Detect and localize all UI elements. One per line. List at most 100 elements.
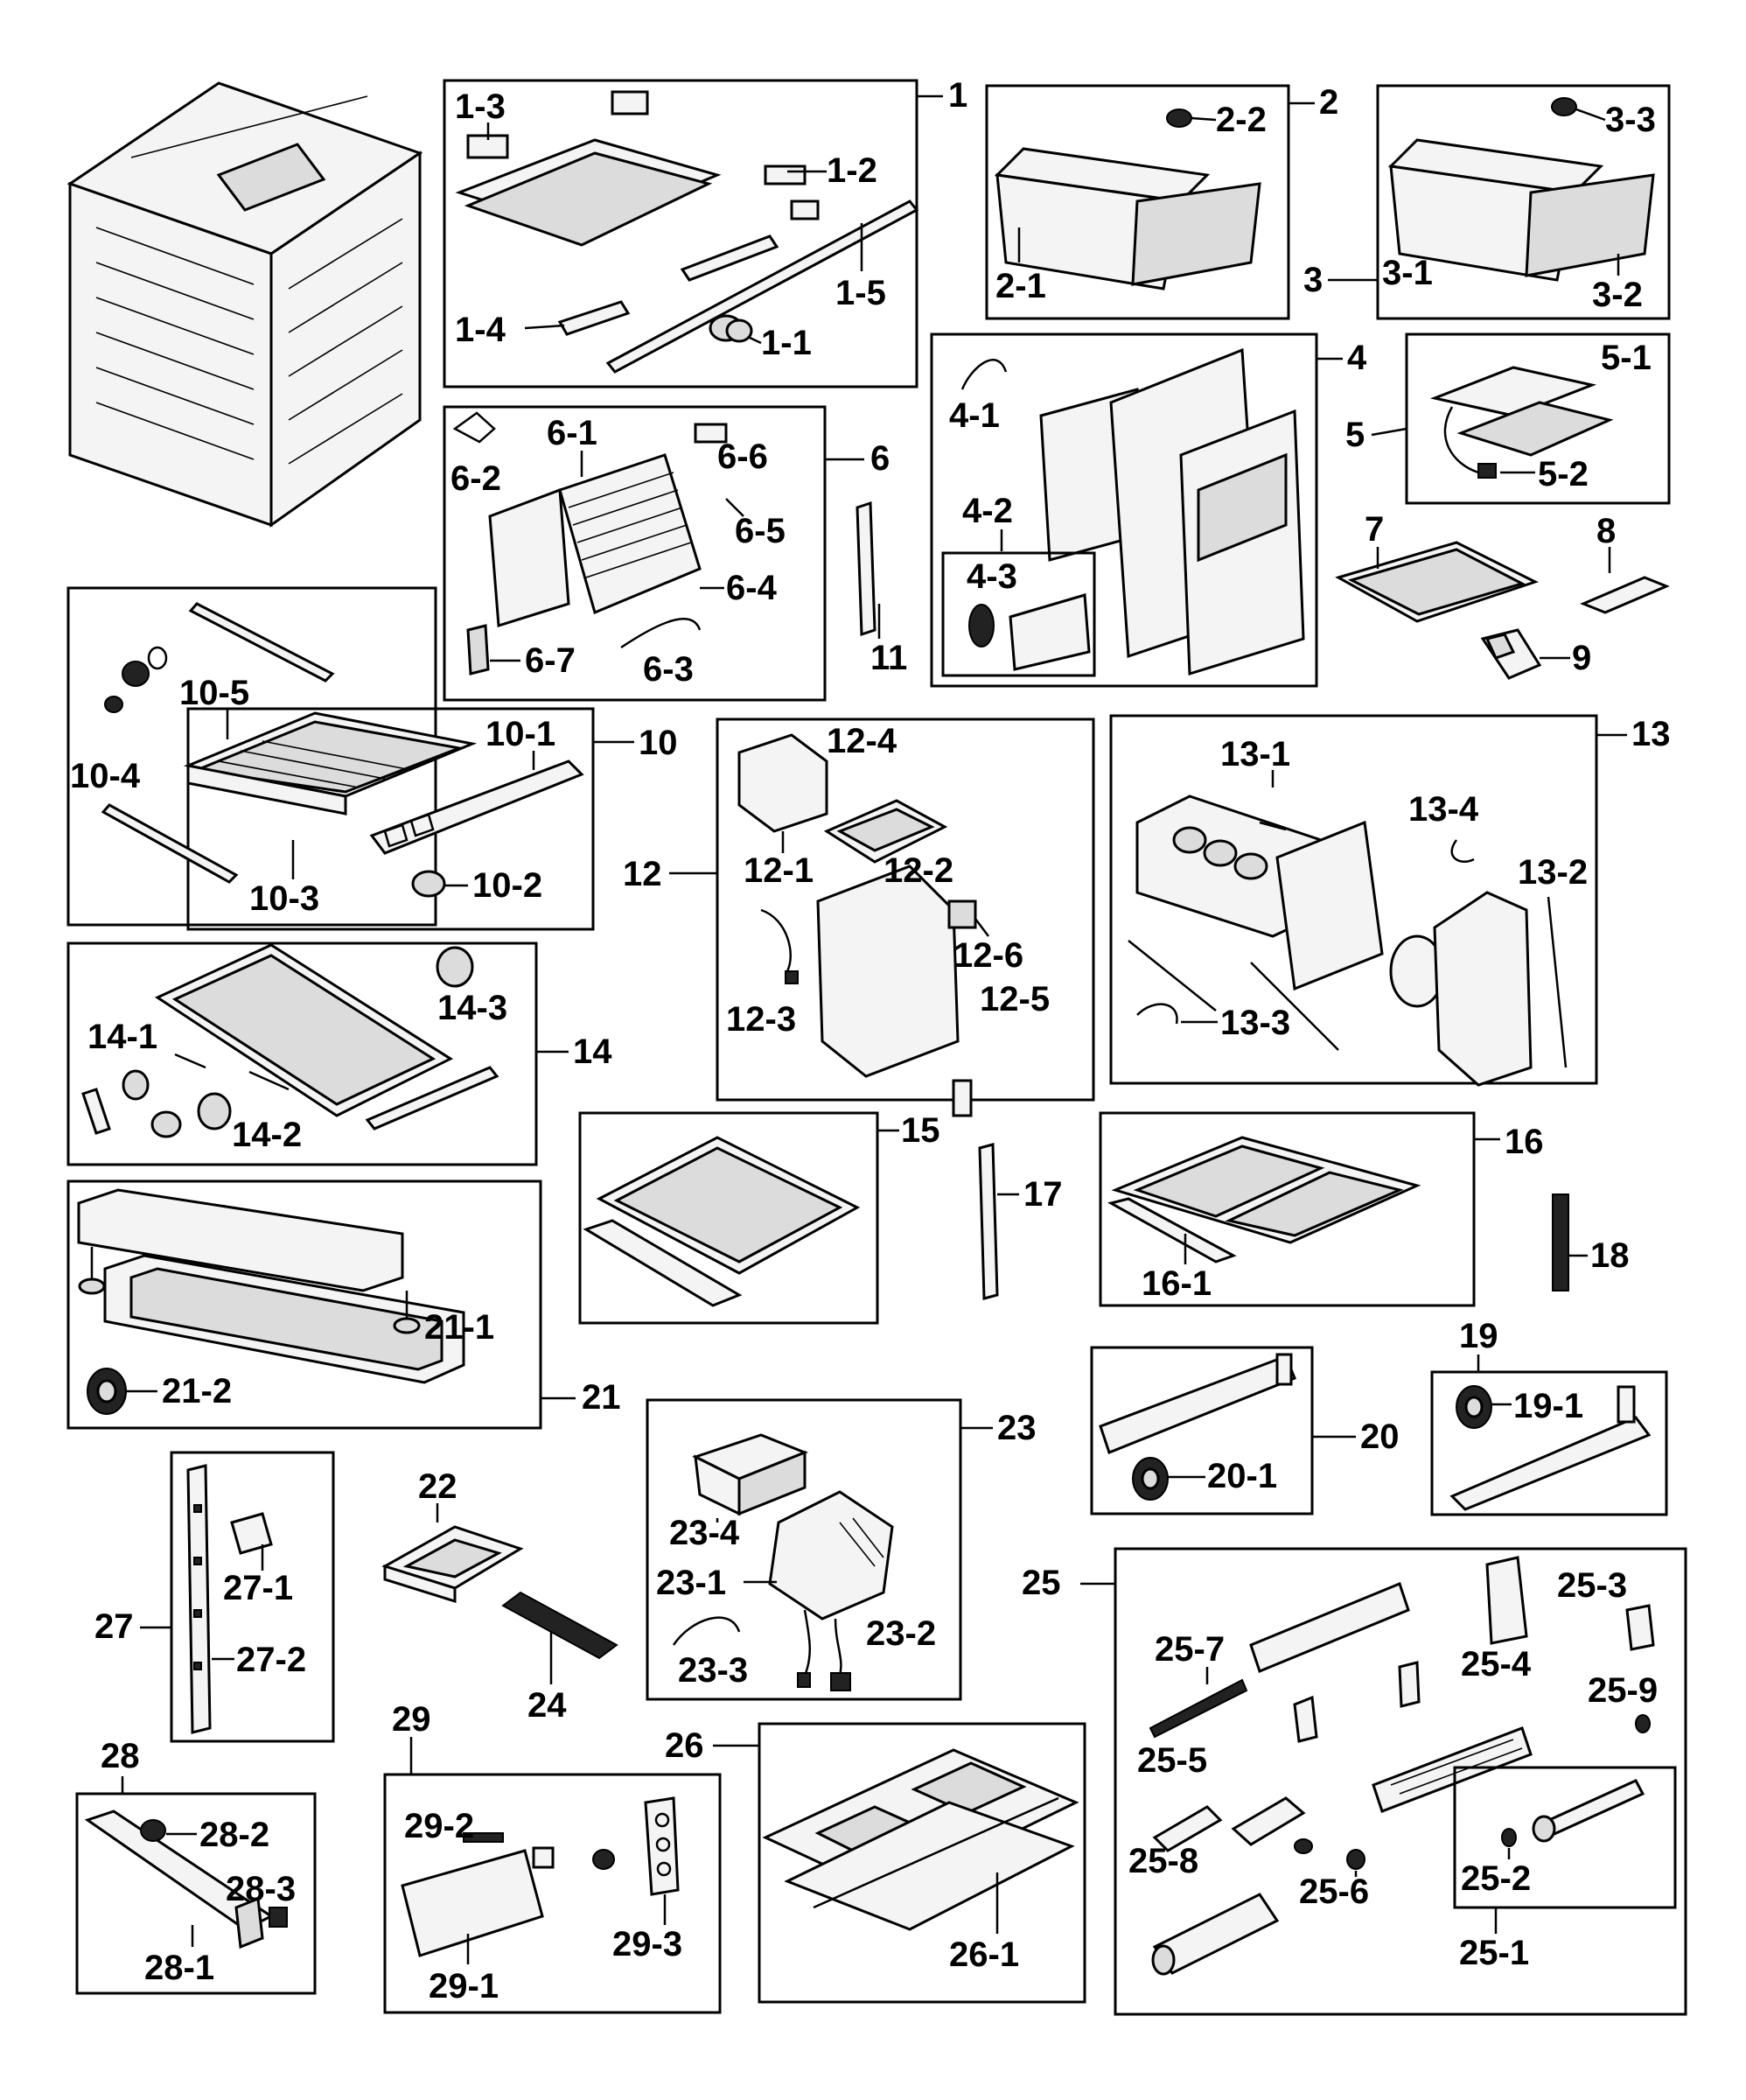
callout-29-2: 29-2: [404, 1807, 474, 1845]
motor-part: [737, 733, 828, 833]
callout-6-1: 6-1: [547, 414, 597, 452]
callout-25-7: 25-7: [1155, 1630, 1225, 1669]
group-20-frame: [1090, 1346, 1314, 1516]
group-5-frame: [1405, 332, 1671, 505]
callout-29-1: 29-1: [429, 1967, 499, 2006]
callout-10-2: 10-2: [472, 866, 542, 905]
callout-11: 11: [870, 639, 907, 677]
group-16-frame: [1099, 1111, 1476, 1307]
callout-8: 8: [1596, 512, 1616, 550]
group-23-frame: [646, 1398, 962, 1701]
callout-4-3: 4-3: [967, 557, 1017, 596]
callout-27: 27: [94, 1607, 134, 1646]
callout-1-5: 1-5: [835, 274, 886, 312]
callout-2-2: 2-2: [1216, 101, 1267, 139]
parts-22-24: 22 24: [381, 1467, 618, 1725]
callout-3-3: 3-3: [1605, 101, 1656, 139]
callout-19-1: 19-1: [1513, 1387, 1583, 1425]
group-23: 23 23-4 23-1 23-2 23-3: [646, 1398, 1037, 1701]
group-28-frame: [75, 1792, 317, 1995]
group-26: 26 26-1: [665, 1722, 1086, 2004]
group-12: 12 12-4 12-1 12-2 12-6 12-3 12-5: [623, 718, 1095, 1117]
group-19: 19 19-1: [1430, 1317, 1668, 1516]
group-12-frame: [716, 718, 1095, 1102]
callout-25-2: 25-2: [1461, 1859, 1531, 1898]
group-1: 1 1-3 1-2 1-5 1-4 1-1: [443, 76, 967, 388]
callout-2-1: 2-1: [995, 267, 1046, 305]
callout-9: 9: [1572, 639, 1591, 677]
callout-25-1: 25-1: [1459, 1934, 1529, 1972]
subgroup-4-3-frame: [941, 551, 1096, 677]
parts-7-8-9: 7 8 9: [1335, 510, 1670, 680]
group-27: 27 27-1 27-2: [94, 1451, 335, 1743]
group-14: 14 14-3 14-1 14-2: [66, 942, 612, 1166]
callout-23: 23: [997, 1409, 1037, 1447]
callout-15: 15: [901, 1111, 940, 1150]
callout-1: 1: [948, 76, 967, 115]
callout-1-4: 1-4: [455, 311, 506, 349]
group-29: 29 29-2 29-1 29-3: [383, 1700, 722, 2014]
group-20: 20 20-1: [1090, 1346, 1400, 1516]
callout-14-1: 14-1: [87, 1018, 157, 1056]
group-2: 2 2-2 2-1: [985, 83, 1338, 320]
callout-27-2: 27-2: [236, 1641, 306, 1679]
group-6-frame: [443, 405, 827, 702]
group-1-frame: [443, 79, 918, 388]
strip-part-17: [978, 1143, 999, 1300]
rail-part: [1449, 1416, 1652, 1511]
group-19-frame: [1430, 1370, 1668, 1516]
callout-21-1: 21-1: [424, 1308, 494, 1347]
callout-13-4: 13-4: [1408, 790, 1479, 829]
callout-12-6: 12-6: [953, 936, 1023, 975]
gasket-part-24: [501, 1591, 618, 1660]
callout-12-4: 12-4: [827, 722, 897, 760]
case-part: [816, 864, 960, 1078]
callout-25-5: 25-5: [1137, 1741, 1207, 1780]
group-15: 15: [578, 1111, 940, 1325]
callout-13-3: 13-3: [1220, 1004, 1290, 1042]
callout-23-3: 23-3: [678, 1651, 748, 1690]
callout-17: 17: [1023, 1175, 1063, 1214]
group-6: 6 6-1 6-2 6-6 6-5 6-4 6-7 6-3: [443, 405, 890, 702]
callout-20-1: 20-1: [1207, 1457, 1277, 1495]
callout-14: 14: [573, 1032, 612, 1071]
callout-13-2: 13-2: [1518, 853, 1588, 892]
callout-3-2: 3-2: [1592, 276, 1643, 314]
strip-part: [856, 500, 876, 637]
callout-25-4: 25-4: [1461, 1645, 1532, 1684]
callout-6-5: 6-5: [735, 512, 786, 550]
callout-18: 18: [1590, 1236, 1630, 1275]
button-panel-part: [644, 1796, 680, 1896]
callout-4-2: 4-2: [962, 492, 1013, 530]
callout-12-1: 12-1: [744, 851, 814, 890]
group-3: 3 3-3 3-1 3-2: [1303, 84, 1671, 320]
callout-28: 28: [101, 1737, 140, 1775]
control-board-part: [1372, 1726, 1533, 1813]
callout-19: 19: [1459, 1317, 1498, 1355]
callout-3-1: 3-1: [1382, 254, 1433, 292]
control-panel-part: [1249, 1582, 1410, 1673]
control-box-part: [768, 1490, 894, 1620]
callout-5: 5: [1345, 416, 1365, 454]
callout-25-8: 25-8: [1128, 1842, 1198, 1880]
callout-28-2: 28-2: [199, 1816, 269, 1854]
callout-13: 13: [1631, 715, 1671, 753]
callout-5-2: 5-2: [1538, 455, 1589, 494]
group-13-frame: [1109, 714, 1598, 1085]
callout-10-1: 10-1: [485, 715, 555, 753]
callout-13-1: 13-1: [1220, 735, 1290, 774]
callout-12-3: 12-3: [726, 1000, 796, 1039]
callout-6-7: 6-7: [525, 641, 576, 680]
callout-28-1: 28-1: [144, 1949, 214, 1987]
callout-12-2: 12-2: [883, 851, 953, 890]
group-13: 13 13-1 13-4 13-2 13-3: [1109, 714, 1671, 1087]
part-11: 11: [856, 500, 907, 677]
group-16: 16 16-1: [1099, 1111, 1544, 1307]
group-25-frame: [1114, 1547, 1687, 2016]
callout-26-1: 26-1: [949, 1936, 1019, 1974]
trim-part: [401, 1849, 544, 1957]
callout-21: 21: [582, 1378, 621, 1417]
group-27-frame: [170, 1451, 335, 1743]
callout-23-2: 23-2: [866, 1614, 936, 1653]
callout-6-4: 6-4: [726, 569, 778, 607]
